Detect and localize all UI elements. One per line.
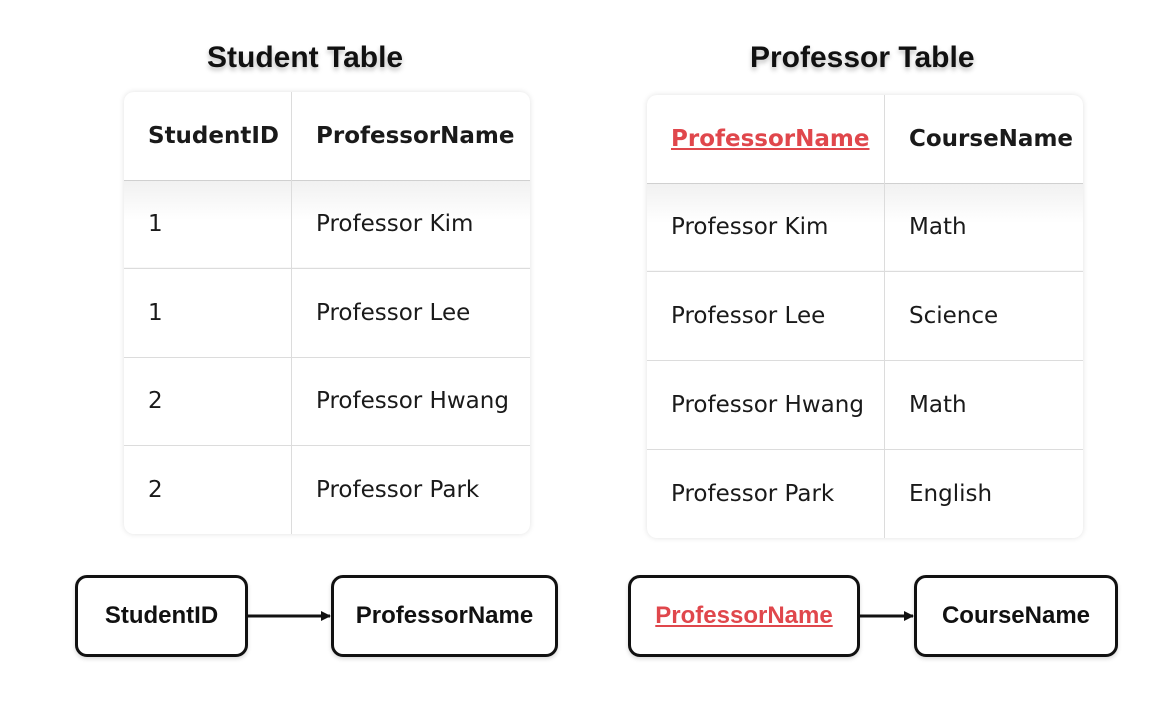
student-table: StudentID ProfessorName 1 Professor Kim … <box>124 92 530 534</box>
table-row: Professor Hwang Math <box>647 360 1083 450</box>
table-cell: 2 <box>124 357 292 446</box>
dependency-node-professorname: ProfessorName <box>331 575 558 657</box>
table-cell: 2 <box>124 445 292 534</box>
table-cell: Math <box>884 183 1083 272</box>
table-row: 1 Professor Lee <box>124 268 530 357</box>
column-header-professorname: ProfessorName <box>316 122 515 149</box>
table-header-row: StudentID ProfessorName <box>124 92 530 180</box>
table-row: Professor Kim Math <box>647 183 1083 272</box>
table-cell: Professor Park <box>647 449 885 538</box>
column-header-professorname-key: ProfessorName <box>647 95 885 183</box>
table-cell: Professor Lee <box>316 299 471 326</box>
table-cell: 1 <box>124 268 292 357</box>
professor-table-title: Professor Table <box>750 41 975 74</box>
dependency-node-studentid: StudentID <box>75 575 248 657</box>
column-header-coursename: CourseName <box>909 125 1074 152</box>
table-cell: Professor Kim <box>647 183 885 272</box>
table-cell: Professor Hwang <box>647 360 885 450</box>
table-row: Professor Lee Science <box>647 271 1083 361</box>
table-cell: Math <box>909 391 967 418</box>
column-header-studentid: StudentID <box>124 92 292 180</box>
student-table-title: Student Table <box>207 41 404 74</box>
table-row: Professor Park English <box>647 449 1083 538</box>
table-cell: English <box>909 480 993 507</box>
table-cell: Science <box>909 303 999 330</box>
dependency-node-coursename: CourseName <box>914 575 1118 657</box>
table-row: 1 Professor Kim <box>124 180 530 269</box>
professor-table: ProfessorName CourseName Professor Kim M… <box>647 95 1083 538</box>
table-cell: Professor Hwang <box>316 388 509 415</box>
table-cell: Professor Kim <box>291 180 530 269</box>
table-cell: Professor Park <box>316 477 480 503</box>
table-row: 2 Professor Hwang <box>124 357 530 446</box>
table-cell: Professor Lee <box>647 271 885 361</box>
dependency-node-professorname-key: ProfessorName <box>628 575 860 657</box>
table-header-row: ProfessorName CourseName <box>647 95 1083 183</box>
table-row: 2 Professor Park <box>124 445 530 534</box>
table-cell: 1 <box>124 180 292 269</box>
